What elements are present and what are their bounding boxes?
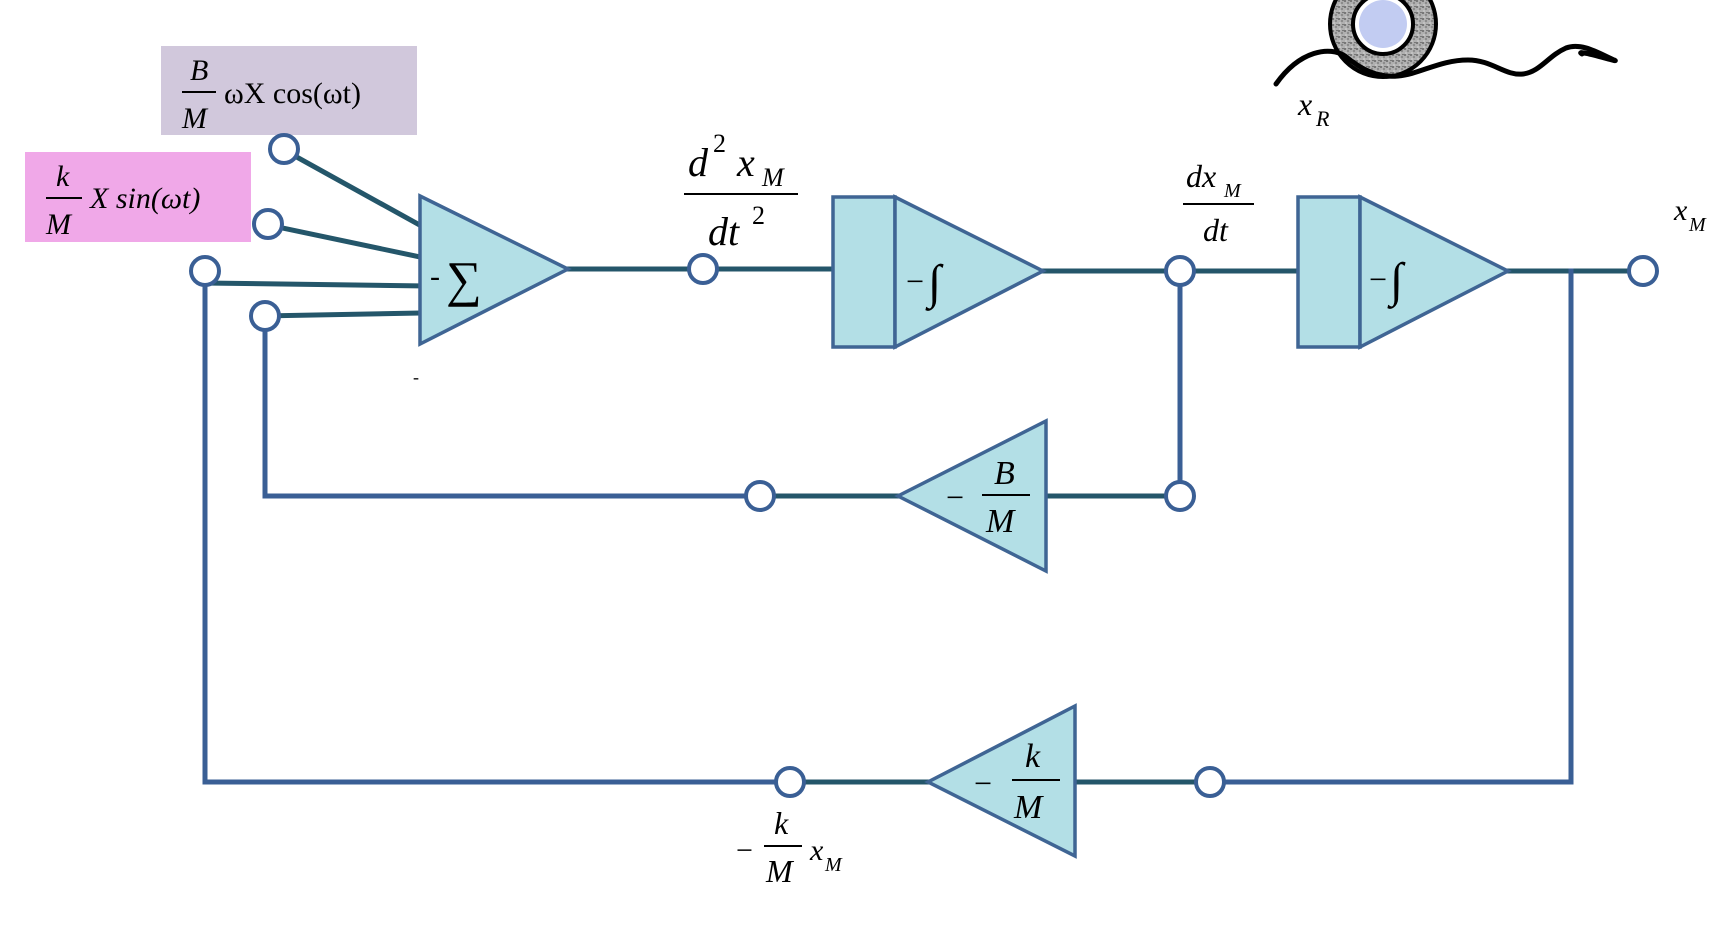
input-forcing-spring-denominator: M [45,208,73,241]
wire-input-1 [280,146,429,232]
spring-gain: − k M [924,703,1077,859]
input-forcing-damping-background [161,46,417,135]
node-acceleration[interactable] [687,253,719,285]
node-damping-gain-input[interactable] [1164,480,1196,512]
node-output[interactable] [1627,255,1659,287]
signal-output-label: x M [1673,194,1707,236]
input-forcing-spring-numerator: k [56,160,70,193]
node-input-damping-forcing[interactable] [268,133,300,165]
integrator-2: − ∫ [1296,194,1512,350]
feedback-label-x: x [809,834,824,867]
road-wheel-illustration: x R [1273,0,1618,131]
feedback-label: − k M x M [736,805,843,889]
damping-gain-sign: − [946,479,964,515]
input-forcing-spring-label: k M X sin(ωt) [25,152,251,242]
signal-accel-num-exp: 2 [713,129,726,158]
connection-nodes [189,133,1659,798]
wire-input-3 [202,280,428,289]
road-profile-icon [1273,44,1618,87]
signal-accel-num-x: x [736,140,755,185]
road-label-x: x [1297,86,1312,122]
feedback-label-denominator: M [765,853,795,889]
signal-output-x: x [1673,194,1688,227]
signal-velocity-label: dx M dt [1183,158,1254,248]
node-spring-gain-output[interactable] [774,766,806,798]
node-input-damping-feedback[interactable] [249,300,281,332]
signal-output-sub: M [1688,214,1707,236]
signal-accel-num-d: d [688,140,709,185]
damping-gain-triangle [894,418,1048,574]
road-label-sub: R [1315,106,1330,131]
node-damping-gain-output[interactable] [744,480,776,512]
node-input-spring-forcing[interactable] [252,208,284,240]
wires [202,146,1638,785]
wheel-hub-icon [1359,0,1407,48]
signal-accel-label: d 2 x M dt 2 [684,129,798,254]
integrator-1-symbol: ∫ [925,256,944,311]
integrator-1: − ∫ [831,194,1047,350]
damping-gain-denominator: M [985,503,1016,540]
damping-gain: − B M [894,418,1048,574]
spring-gain-numerator: k [1025,738,1041,775]
spring-gain-sign: − [974,765,992,801]
wire-input-4 [260,310,421,319]
input-forcing-damping-expression: ωX cos(ωt) [224,77,361,110]
node-velocity[interactable] [1164,255,1196,287]
feedback-label-sign: − [736,834,753,867]
summer-sign: - [430,260,440,293]
signal-accel-den-exp: 2 [752,201,765,230]
signal-accel-num-sub: M [761,163,785,192]
summer-bottom-mark: - [413,367,419,387]
wire-input-2 [265,222,428,261]
signal-velocity-den: dt [1203,212,1229,248]
node-spring-gain-input[interactable] [1194,766,1226,798]
spring-gain-denominator: M [1013,789,1044,826]
integrator-1-box [831,195,897,349]
integrator-2-triangle [1358,194,1512,350]
input-forcing-damping-numerator: B [190,54,208,87]
signal-velocity-sub: M [1223,180,1242,202]
spring-gain-triangle [924,703,1077,859]
summer-block: - ∑ - [413,193,572,387]
integrator-2-sign: − [1369,261,1387,297]
signal-accel-den-dt: dt [708,209,740,254]
integrator-1-sign: − [906,263,924,299]
input-forcing-damping-label: B M ωX cos(ωt) [161,46,417,135]
input-forcing-damping-denominator: M [181,102,209,135]
integrator-1-triangle [893,194,1047,350]
integrator-2-symbol: ∫ [1387,254,1406,309]
summer-triangle [418,193,572,347]
feedback-label-sub: M [824,854,843,876]
node-input-spring-feedback[interactable] [189,255,221,287]
damping-gain-numerator: B [994,455,1015,492]
feedback-label-numerator: k [774,805,789,841]
integrator-2-box [1296,195,1362,349]
summer-symbol: ∑ [446,251,482,307]
signal-velocity-num: dx [1186,158,1216,194]
input-forcing-spring-expression: X sin(ωt) [89,182,200,215]
